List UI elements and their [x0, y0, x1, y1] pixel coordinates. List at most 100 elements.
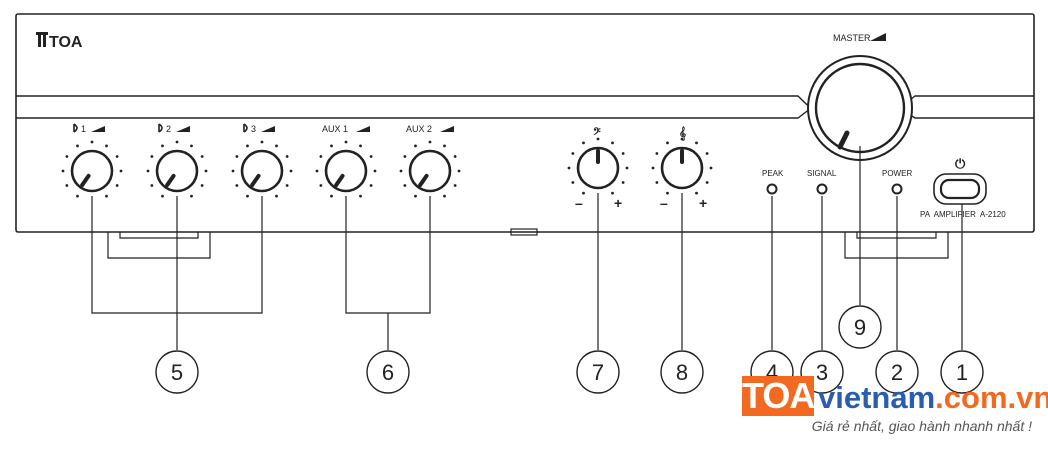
scale-dot: [611, 191, 614, 195]
scale-dot: [651, 166, 655, 170]
scale-dot: [65, 155, 69, 158]
scale-dot: [453, 155, 457, 158]
scale-dot: [161, 194, 164, 198]
scale-dot: [76, 194, 79, 198]
scale-dot: [146, 169, 150, 173]
input-knob-5[interactable]: [399, 140, 461, 198]
leader-lines: [91, 146, 963, 350]
indicator-peak: PEAK: [762, 169, 784, 195]
input-knob-3[interactable]: [231, 140, 293, 198]
bass-knob[interactable]: [567, 137, 629, 195]
scale-dot: [359, 194, 362, 198]
scale-dot: [709, 166, 713, 170]
scale-dot: [161, 144, 164, 148]
scale-dot: [428, 140, 432, 144]
scale-dot: [443, 144, 446, 148]
scale-dot: [403, 155, 407, 158]
scale-dot: [105, 144, 108, 148]
brand-name: TOA: [49, 34, 83, 51]
scale-dot: [285, 155, 289, 158]
tone-knobs: [567, 137, 713, 195]
toa-logo: TOA: [36, 32, 83, 51]
callout-number: 6: [382, 360, 394, 385]
scale-dot: [330, 144, 333, 148]
mic-icon: [243, 123, 248, 133]
callout-number: 1: [956, 360, 968, 385]
signal-label: SIGNAL: [807, 169, 837, 178]
input-label-text: AUX 2: [406, 124, 432, 134]
power-symbol-icon: ⏻: [955, 156, 966, 171]
scale-dot: [200, 184, 204, 187]
input-knob-2[interactable]: [146, 140, 208, 198]
watermark-box-text: TOA: [742, 375, 815, 416]
input-label-3: 3: [243, 123, 275, 134]
scale-dot: [289, 169, 293, 173]
scale-dot: [373, 169, 377, 173]
callout-6: 6: [366, 350, 410, 394]
peak-label: PEAK: [762, 169, 784, 178]
volume-icon: [176, 126, 190, 132]
scale-dot: [443, 194, 446, 198]
scale-dot: [150, 155, 154, 158]
scale-dot: [596, 137, 600, 141]
scale-dot: [666, 191, 669, 195]
input-label-text: AUX 1: [322, 124, 348, 134]
power-switch[interactable]: [933, 173, 987, 205]
scale-dot: [567, 166, 571, 170]
scale-dot: [175, 140, 179, 144]
input-label-text: 2: [166, 124, 171, 134]
scale-dot: [200, 155, 204, 158]
scale-dot: [235, 184, 239, 187]
scale-dot: [695, 141, 698, 145]
scale-dot: [246, 194, 249, 198]
mic-icon: [73, 123, 78, 133]
scale-dot: [403, 184, 407, 187]
scale-dot: [582, 191, 585, 195]
scale-dot: [571, 181, 575, 184]
scale-dot: [90, 140, 94, 144]
model-label: PA AMPLIFIER A-2120: [920, 210, 1006, 219]
scale-dot: [369, 184, 373, 187]
watermark-domain-main: vietnam: [818, 380, 936, 415]
input-knob-1[interactable]: [61, 140, 123, 198]
master-volume-icon: [870, 33, 886, 41]
scale-dot: [625, 166, 629, 170]
input-label-1: 1: [73, 123, 105, 134]
scale-dot: [359, 144, 362, 148]
scale-dot: [275, 144, 278, 148]
bass-plus: +: [614, 195, 622, 211]
callout-number: 7: [592, 360, 604, 385]
input-knob-4[interactable]: [315, 140, 377, 198]
callout-number: 9: [854, 315, 866, 340]
scale-dot: [115, 184, 119, 187]
scale-dot: [655, 181, 659, 184]
scale-dot: [150, 184, 154, 187]
scale-dot: [621, 152, 625, 155]
scale-dot: [319, 155, 323, 158]
input-label-text: 1: [81, 124, 86, 134]
watermark-tagline: Giá rẻ nhất, giao hành nhanh nhất !: [811, 418, 1032, 434]
scale-dot: [204, 169, 208, 173]
scale-dot: [414, 194, 417, 198]
scale-dot: [246, 144, 249, 148]
callout-9: 9: [838, 305, 882, 349]
master-volume-knob[interactable]: [807, 55, 913, 161]
master-label: MASTER: [833, 33, 871, 43]
treble-knob[interactable]: [651, 137, 713, 195]
scale-dot: [231, 169, 235, 173]
callout-5: 5: [155, 350, 199, 394]
input-label-2: 2: [158, 123, 190, 134]
scale-dot: [190, 194, 193, 198]
callout-1: 1: [940, 350, 984, 394]
treble-minus: –: [660, 195, 668, 211]
treble-label-group: 𝄞 – +: [660, 125, 707, 211]
scale-dot: [453, 184, 457, 187]
volume-icon: [261, 126, 275, 132]
scale-dot: [105, 194, 108, 198]
treble-plus: +: [699, 195, 707, 211]
callout-8: 8: [660, 350, 704, 394]
scale-dot: [65, 184, 69, 187]
callout-2: 2: [875, 350, 919, 394]
scale-dot: [457, 169, 461, 173]
bass-minus: –: [575, 195, 583, 211]
